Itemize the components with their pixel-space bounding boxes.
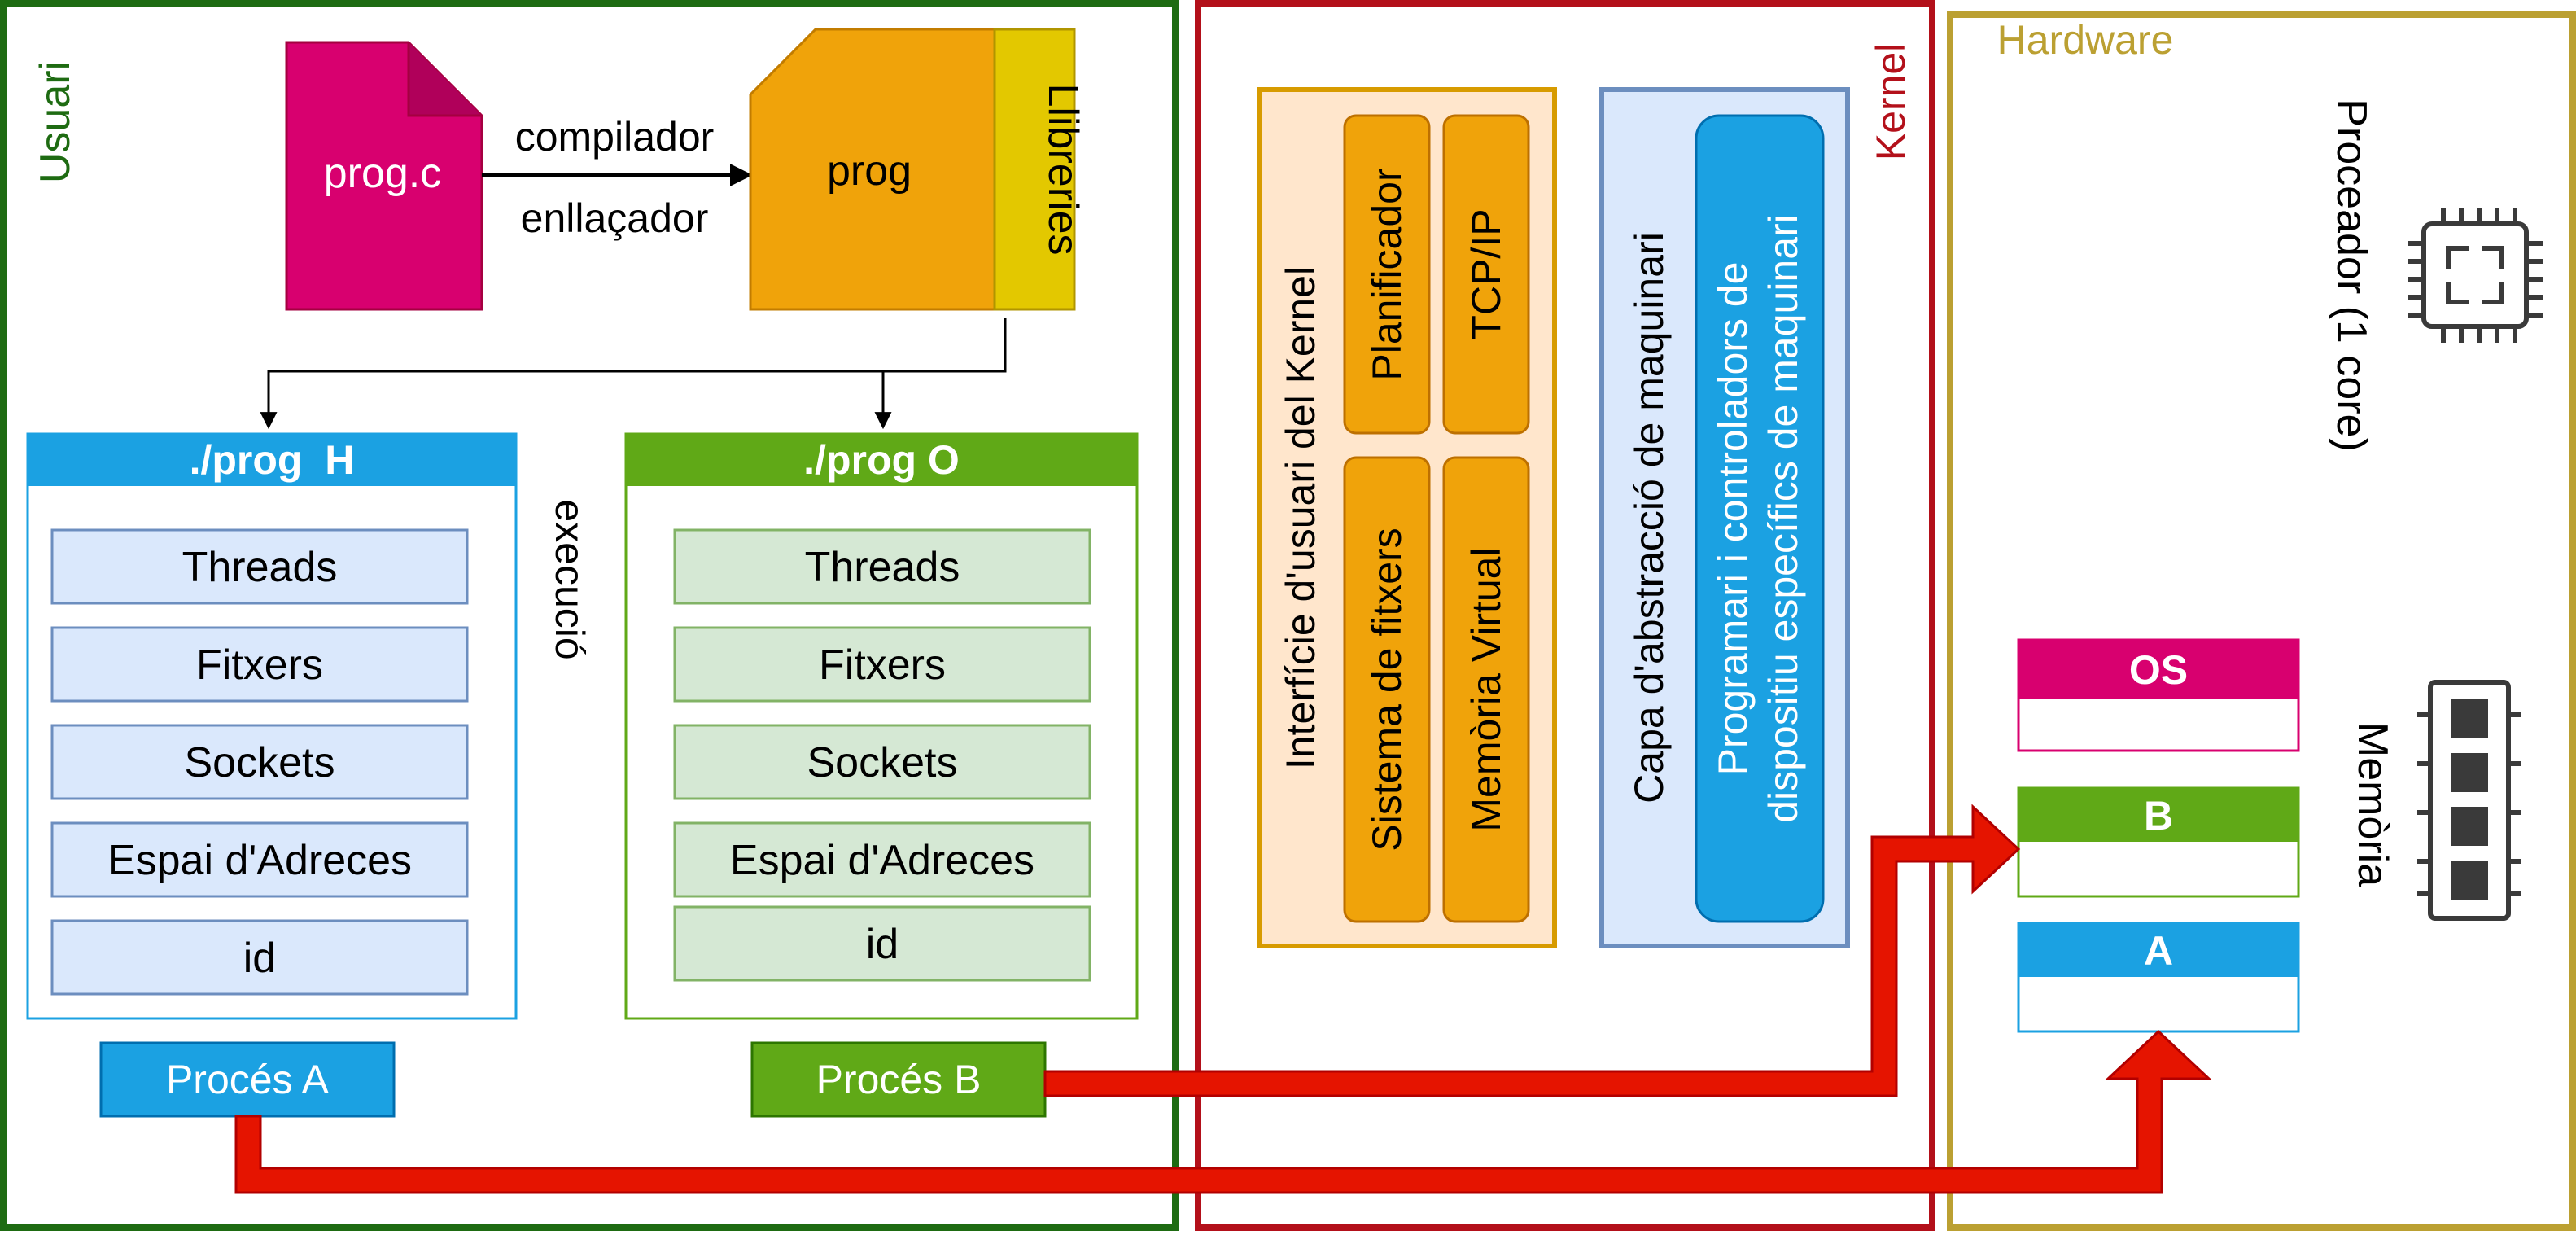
- process-h-item: id: [243, 935, 276, 982]
- memory-label: Memòria: [2349, 722, 2396, 887]
- kernel-label: Kernel: [1868, 43, 1913, 161]
- memory-block-a-header: [2018, 923, 2298, 977]
- kernel-module-box: [1343, 456, 1431, 923]
- user-space-frame: [0, 0, 1179, 1231]
- libraries-label: Llibreries: [1039, 84, 1087, 256]
- process-o-item: Threads: [805, 544, 960, 591]
- source-file-label: prog.c: [324, 150, 442, 197]
- process-o-header: [626, 434, 1137, 486]
- process-h-item: Threads: [182, 544, 338, 591]
- hardware-label: Hardware: [1997, 17, 2174, 63]
- hardware-frame: [1947, 11, 2576, 1231]
- process-a-badge: [99, 1041, 396, 1118]
- binary-label: prog: [827, 147, 912, 195]
- drivers-label-line1: Programari i controladors de: [1710, 262, 1756, 776]
- memory-block-label: B: [2144, 793, 2173, 839]
- process-o-item-box: [673, 528, 1091, 605]
- process-h-item: Sockets: [185, 739, 335, 786]
- binary-card: [749, 28, 996, 311]
- process-h-item-box: [50, 821, 469, 898]
- user-space-label: Usuari: [32, 61, 79, 183]
- execution-label: execució: [547, 499, 593, 659]
- process-o-item-box: [673, 821, 1091, 898]
- process-o-item: Espai d'Adreces: [730, 837, 1034, 884]
- process-b-label: Procés B: [816, 1057, 982, 1102]
- process-b-to-memory-arrow: [1043, 804, 2021, 1097]
- process-o-item: id: [866, 921, 899, 968]
- kernel-module: Sistema de fitxers: [1364, 528, 1410, 851]
- drivers-box: [1695, 114, 1825, 923]
- process-o-item: Fitxers: [819, 642, 946, 689]
- memory-block-label: OS: [2129, 647, 2188, 693]
- memory-block-b-header: [2018, 788, 2298, 842]
- memory-block-label: A: [2144, 928, 2173, 974]
- source-file-fold: [407, 42, 482, 117]
- process-o-item: Sockets: [807, 739, 958, 786]
- process-a-label: Procés A: [166, 1057, 330, 1102]
- kernel-module-box: [1343, 114, 1431, 435]
- kernel-interface-title: Interfície d'usuari del Kernel: [1278, 266, 1323, 769]
- memory-icon: [2417, 680, 2521, 921]
- process-o-item-box: [673, 626, 1091, 703]
- process-h-item: Espai d'Adreces: [107, 837, 412, 884]
- memory-block-os-header: [2018, 640, 2298, 699]
- process-b-badge: [750, 1041, 1047, 1118]
- process-a-to-memory-arrow: [234, 1029, 2212, 1194]
- process-h-item-box: [50, 919, 469, 996]
- process-h-item-box: [50, 626, 469, 703]
- process-h-header: [28, 434, 516, 486]
- processor-label: Proceador (1 core): [2328, 99, 2375, 452]
- kernel-frame: [1195, 0, 1935, 1231]
- kernel-module: Memòria Virtual: [1463, 547, 1509, 831]
- process-h-item-box: [50, 528, 469, 605]
- process-h-title: ./prog H: [190, 437, 355, 483]
- kernel-module-box: [1442, 114, 1530, 435]
- process-o-title: ./prog O: [803, 437, 960, 483]
- process-h-item-box: [50, 724, 469, 800]
- exec-connector-h: [260, 318, 1007, 430]
- process-h-item: Fitxers: [196, 642, 323, 689]
- libraries-block: [993, 28, 1076, 311]
- compile-label-top: compilador: [515, 114, 715, 160]
- process-o-item-box: [673, 905, 1091, 982]
- hal-title: Capa d'abstracció de maquinari: [1626, 232, 1672, 804]
- process-o-item-box: [673, 724, 1091, 800]
- compile-label-bottom: enllaçador: [521, 195, 709, 241]
- kernel-module: TCP/IP: [1463, 208, 1509, 339]
- kernel-module: Planificador: [1364, 168, 1410, 380]
- processor-icon: [2408, 208, 2543, 343]
- kernel-module-box: [1442, 456, 1530, 923]
- drivers-label-line2: dispositiu específics de maquinari: [1760, 214, 1806, 823]
